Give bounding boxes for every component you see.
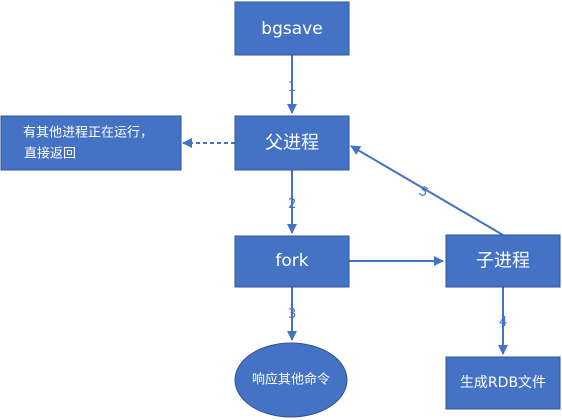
node-parent-label: 父进程	[265, 133, 319, 154]
edge-label-4: 4	[499, 315, 507, 330]
node-parent-process: 父进程	[234, 115, 350, 171]
node-bgsave: bgsave	[234, 1, 350, 56]
node-respond-label: 响应其他命令	[252, 372, 330, 388]
node-rdb-label: 生成RDB文件	[460, 375, 546, 391]
node-child-label: 子进程	[476, 251, 530, 272]
edge-label-3: 3	[288, 307, 296, 322]
node-generate-rdb: 生成RDB文件	[445, 356, 561, 410]
node-busy-line2: 直接返回	[24, 146, 76, 162]
edge-child-to-parent	[350, 145, 504, 236]
edge-label-1: 1	[288, 80, 296, 95]
node-respond-commands: 响应其他命令	[234, 342, 348, 418]
node-busy-line1: 有其他进程正在运行，	[23, 126, 153, 141]
node-busy-note: 有其他进程正在运行， 直接返回	[0, 115, 182, 171]
node-child-process: 子进程	[445, 234, 561, 288]
node-bgsave-label: bgsave	[261, 19, 322, 39]
node-fork: fork	[234, 235, 350, 288]
node-fork-label: fork	[275, 251, 308, 271]
edge-label-2: 2	[288, 197, 296, 212]
